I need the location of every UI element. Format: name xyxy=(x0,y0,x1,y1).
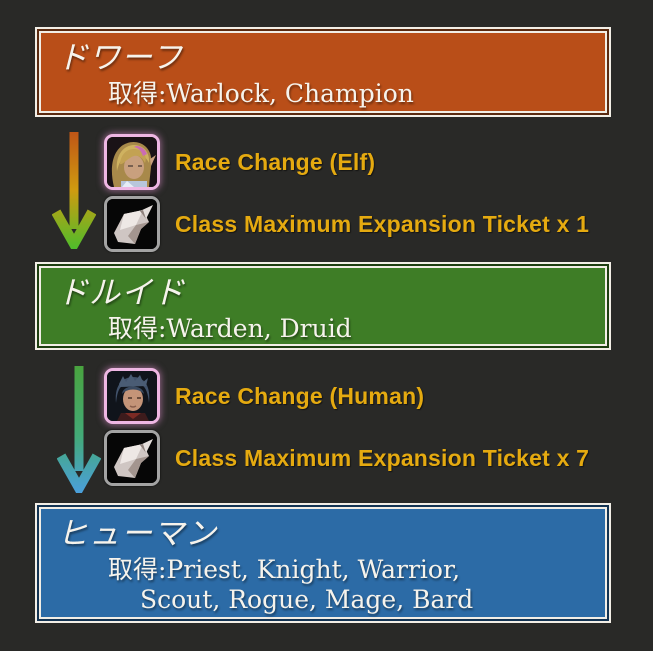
item-row-race-change-human: Race Change (Human) xyxy=(104,368,424,424)
node-acquired-classes: 取得:Warden, Druid xyxy=(108,314,352,343)
down-arrow-dwarf-to-druid-icon xyxy=(52,132,96,249)
expansion-ticket-icon xyxy=(104,196,160,252)
node-acquired-classes-line2: Scout, Rogue, Mage, Bard xyxy=(140,585,474,614)
elf-portrait-icon xyxy=(104,134,160,190)
item-label: Race Change (Elf) xyxy=(175,148,376,175)
node-acquired-classes-line1: 取得:Priest, Knight, Warrior, xyxy=(108,555,461,584)
node-acquired-classes: 取得:Warlock, Champion xyxy=(108,79,414,108)
node-druid-panel: ドルイド 取得:Warden, Druid xyxy=(39,266,607,346)
node-druid-banner: ドルイド 取得:Warden, Druid xyxy=(35,262,611,350)
item-row-race-change-elf: Race Change (Elf) xyxy=(104,134,375,190)
item-row-expansion-ticket-7: Class Maximum Expansion Ticket x 7 xyxy=(104,430,589,486)
node-dwarf-panel: ドワーフ 取得:Warlock, Champion xyxy=(39,31,607,113)
node-human-banner: ヒューマン 取得:Priest, Knight, Warrior, Scout,… xyxy=(35,503,611,623)
node-human-panel: ヒューマン 取得:Priest, Knight, Warrior, Scout,… xyxy=(39,507,607,619)
item-row-expansion-ticket-1: Class Maximum Expansion Ticket x 1 xyxy=(104,196,589,252)
item-label: Race Change (Human) xyxy=(175,382,425,409)
node-title: ヒューマン xyxy=(57,516,217,552)
human-portrait-icon xyxy=(104,368,160,424)
node-dwarf-banner: ドワーフ 取得:Warlock, Champion xyxy=(35,27,611,117)
node-title: ドワーフ xyxy=(57,40,184,76)
item-label: Class Maximum Expansion Ticket x 1 xyxy=(175,210,590,237)
down-arrow-druid-to-human-icon xyxy=(57,366,101,493)
node-title: ドルイド xyxy=(57,275,185,311)
expansion-ticket-icon xyxy=(104,430,160,486)
item-label: Class Maximum Expansion Ticket x 7 xyxy=(175,444,590,471)
